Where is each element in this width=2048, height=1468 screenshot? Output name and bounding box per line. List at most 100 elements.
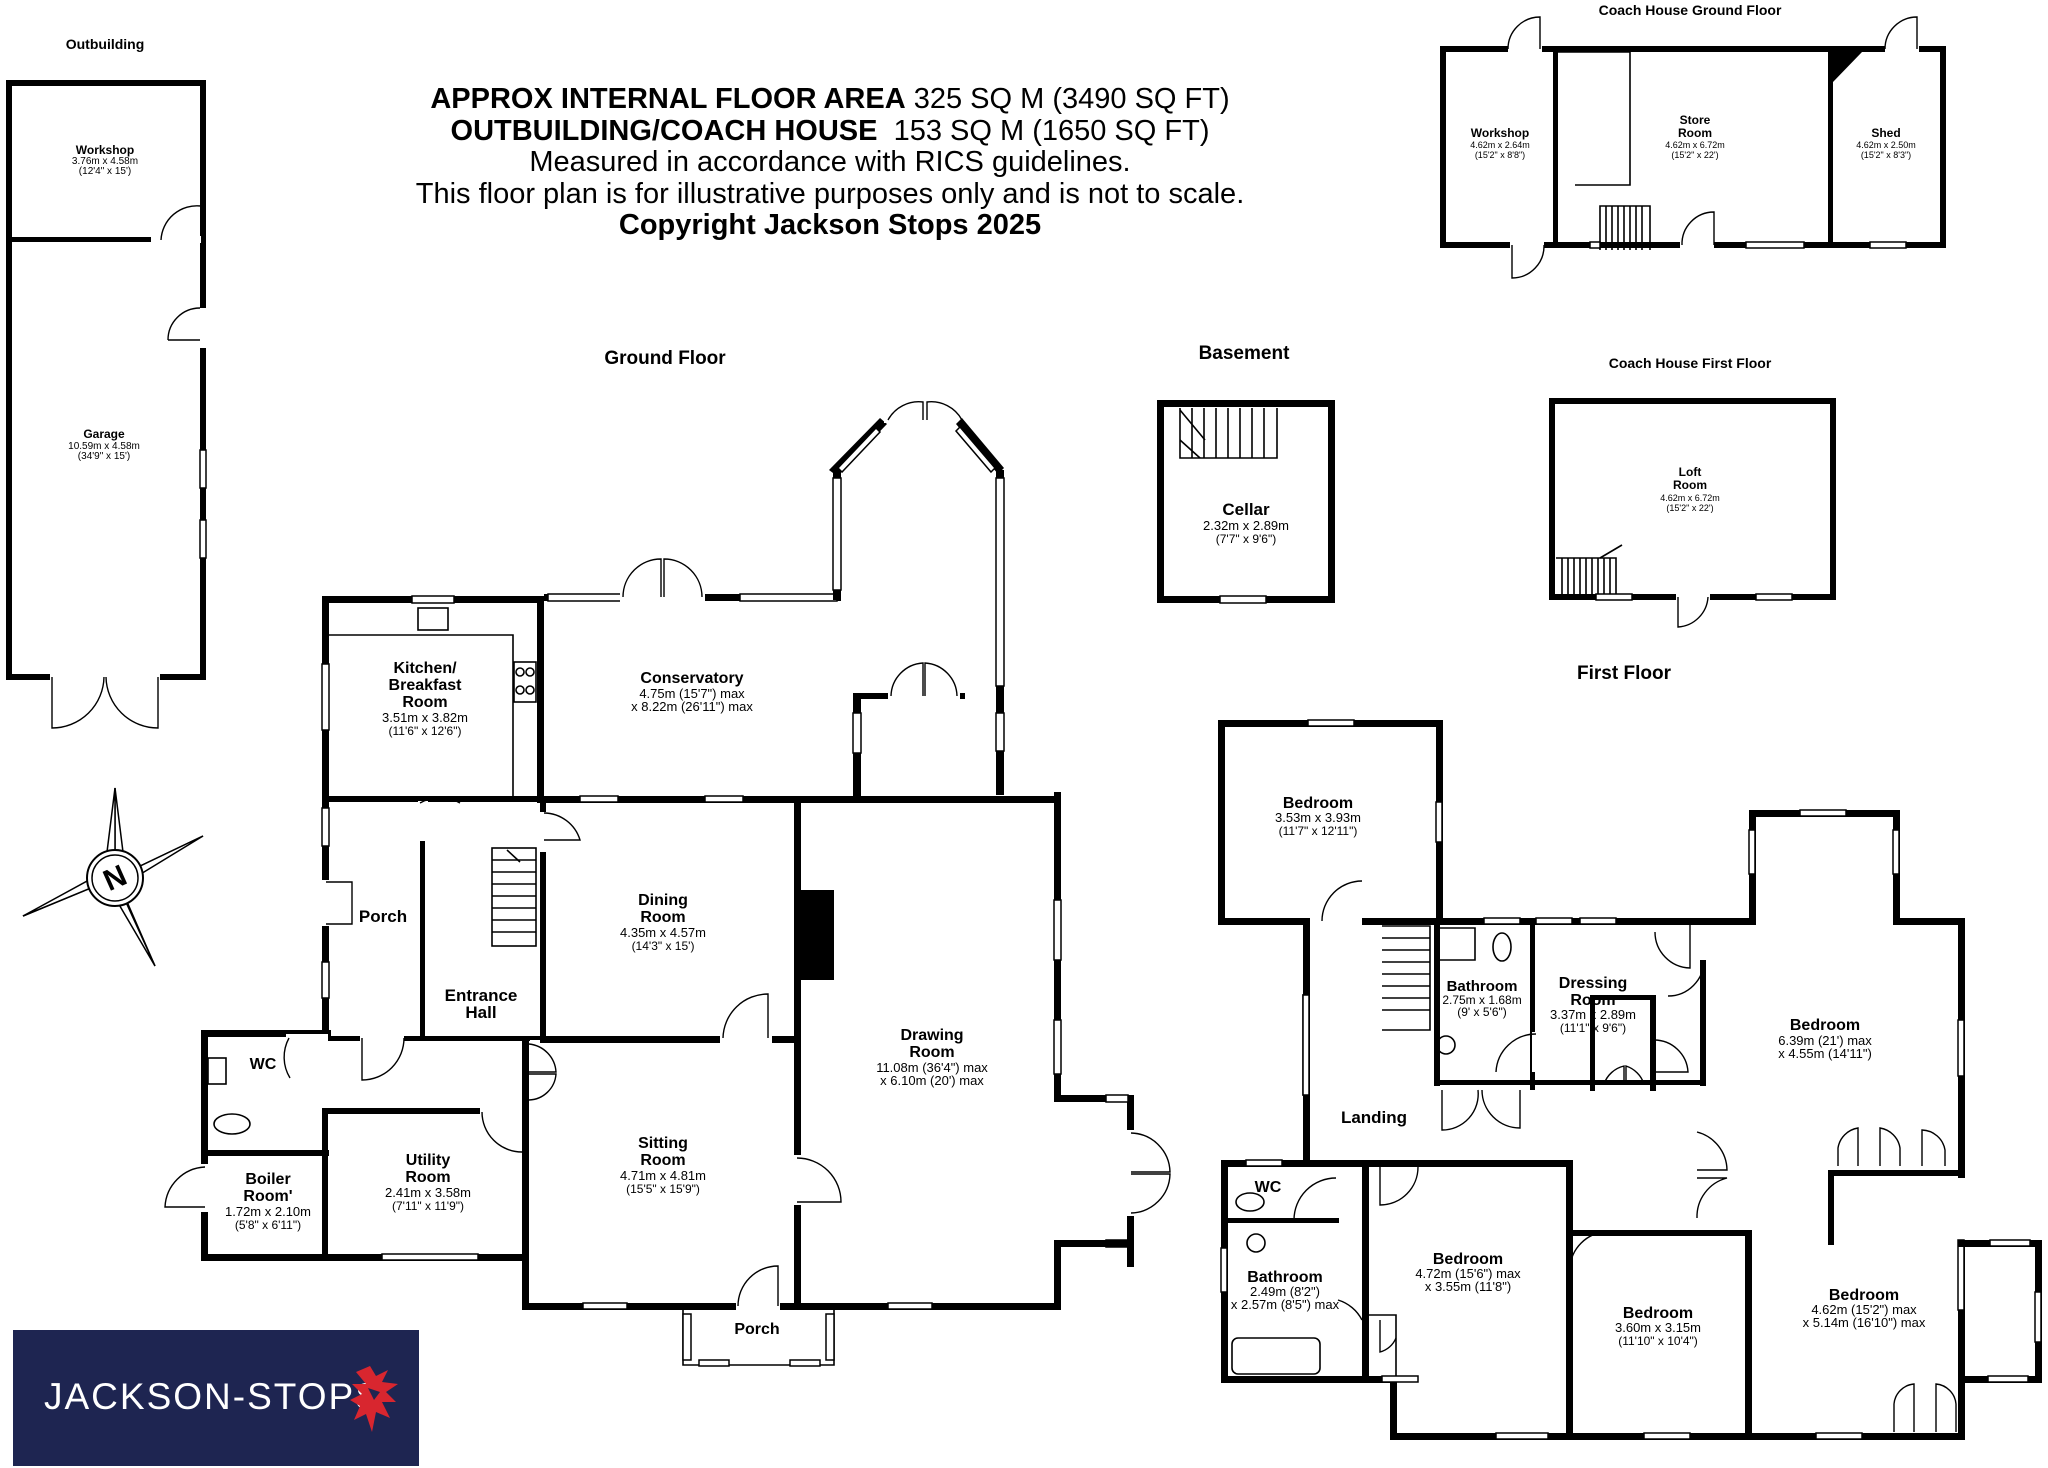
dressing-imp: (11'1" x 9'6") [1560,1021,1626,1035]
ground-floor-plan: Kitchen/ Breakfast Room 3.51m x 3.82m (1… [164,401,1171,1367]
ch-shed-dims: 4.62m x 2.50m [1856,140,1916,150]
bed3-imp: x 3.55m (11'8") [1425,1279,1511,1294]
bed1-dims: 3.53m x 3.93m [1275,810,1361,825]
ob-workshop-name: Workshop [76,143,134,157]
ch-store-imp: (15'2" x 22') [1671,150,1718,160]
utility-imp: (7'11" x 11'9") [392,1199,464,1213]
bed1-name: Bedroom [1283,795,1353,812]
bed1-imp: (11'7" x 12'11") [1279,824,1358,838]
drawing-imp: x 6.10m (20') max [880,1073,984,1088]
coach-ground-plan: Workshop 4.62m x 2.64m (15'2" x 8'8") St… [1440,16,1946,279]
header-line-2: OUTBUILDING/COACH HOUSE 153 SQ M (1650 S… [350,114,1310,148]
dining-name2: Room [640,909,685,926]
ob-garage-imp: (34'9" x 15') [78,451,130,462]
kitchen-name2: Breakfast [389,677,463,694]
cellar-name: Cellar [1222,500,1270,519]
ob-workshop-imp: (12'4" x 15') [79,166,131,177]
entrance-hall-name2: Hall [465,1003,496,1022]
bathroom2-name: Bathroom [1247,1269,1323,1286]
ch-workshop-imp: (15'2" x 8'8") [1475,150,1525,160]
bathroom1-imp: (9' x 5'6") [1457,1005,1507,1019]
boiler-imp: (5'8" x 6'11") [235,1218,301,1232]
dressing-dims: 3.37m x 2.89m [1550,1007,1636,1022]
bed5-dims: 4.62m (15'2") max [1811,1302,1917,1317]
section-title-coach-first: Coach House First Floor [1609,355,1772,371]
boiler-dims: 1.72m x 2.10m [225,1204,311,1219]
ch-store-dims: 4.62m x 6.72m [1665,140,1725,150]
wc-first-name: WC [1255,1179,1282,1196]
dressing-name2: Room [1570,992,1615,1009]
section-title-ground-floor: Ground Floor [604,348,726,369]
section-title-first-floor: First Floor [1577,663,1672,684]
bed4-imp: (11'10" x 10'4") [1618,1334,1698,1348]
landing-name: Landing [1341,1108,1407,1127]
outbuilding-plan: Workshop 3.76m x 4.58m (12'4" x 15') Gar… [6,80,207,729]
bed4-dims: 3.60m x 3.15m [1615,1320,1701,1335]
loft-name1: Loft [1679,465,1702,479]
ob-garage-name: Garage [83,427,125,441]
bathroom2-dims: 2.49m (8'2") [1250,1284,1320,1299]
section-title-coach-ground: Coach House Ground Floor [1599,2,1782,18]
bathroom1-dims: 2.75m x 1.68m [1442,993,1521,1007]
boiler-name2: Room' [243,1188,292,1205]
bed3-dims: 4.72m (15'6") max [1415,1266,1521,1281]
dining-name1: Dining [638,892,688,909]
conservatory-name: Conservatory [640,670,743,687]
dragon-icon [350,1366,398,1432]
loft-imp: (15'2" x 22') [1666,503,1713,513]
header-line-3: Measured in accordance with RICS guideli… [529,146,1131,178]
ch-workshop-dims: 4.62m x 2.64m [1470,140,1530,150]
header-copyright: Copyright Jackson Stops 2025 [618,209,1042,241]
porch-front-name: Porch [734,1321,779,1338]
wc-ground-name: WC [250,1056,277,1073]
bed5-name: Bedroom [1829,1287,1899,1304]
ch-store-name2: Room [1678,126,1712,140]
utility-name1: Utility [406,1152,451,1169]
header-line-4: This floor plan is for illustrative purp… [415,177,1245,210]
ch-shed-name: Shed [1871,126,1900,140]
dining-imp: (14'3" x 15') [632,939,695,953]
dressing-name1: Dressing [1559,975,1627,992]
cellar-imp: (7'7" x 9'6") [1216,532,1276,546]
drawing-name1: Drawing [900,1027,963,1044]
ob-garage-dims: 10.59m x 4.58m [68,441,140,452]
floor-area-header: APPROX INTERNAL FLOOR AREA 325 SQ M (349… [350,83,1310,242]
sitting-imp: (15'5" x 15'9") [626,1182,700,1196]
header-line-1: APPROX INTERNAL FLOOR AREA 325 SQ M (349… [350,83,1310,116]
sitting-dims: 4.71m x 4.81m [620,1168,706,1183]
kitchen-imp: (11'6" x 12'6") [389,724,462,738]
kitchen-dims: 3.51m x 3.82m [382,710,468,725]
bathroom1-name: Bathroom [1447,978,1518,995]
drawing-name2: Room [909,1044,954,1061]
jackson-stops-logo: JACKSON-STOPS [13,1330,419,1466]
header-line-1-bold: APPROX INTERNAL FLOOR AREA [430,83,906,115]
ch-shed-imp: (15'2" x 8'3") [1861,150,1911,160]
conservatory-imp: x 8.22m (26'11") max [631,699,753,714]
kitchen-name3: Room [402,694,447,711]
drawing-dims: 11.08m (36'4") max [876,1060,988,1075]
compass-rose-icon: N [22,787,204,967]
bed3-name: Bedroom [1433,1251,1503,1268]
ob-workshop-dims: 3.76m x 4.58m [72,156,138,167]
sitting-name1: Sitting [638,1135,688,1152]
bed4-name: Bedroom [1623,1305,1693,1322]
header-line-2-value: 153 SQ M (1650 SQ FT) [893,114,1210,147]
porch-side-name: Porch [359,907,407,926]
header-line-1-value: 325 SQ M (3490 SQ FT) [913,83,1230,115]
first-floor-plan: Bedroom 3.53m x 3.93m (11'7" x 12'11") B… [1218,719,2042,1440]
sitting-name2: Room [640,1152,685,1169]
header-line-2-bold: OUTBUILDING/COACH HOUSE [450,114,878,147]
entrance-hall-name1: Entrance [445,986,518,1005]
ch-workshop-name: Workshop [1471,126,1529,140]
bathroom2-imp: x 2.57m (8'5") max [1231,1297,1340,1312]
bed-master-imp: x 4.55m (14'11") [1778,1046,1872,1061]
utility-dims: 2.41m x 3.58m [385,1185,471,1200]
loft-dims: 4.62m x 6.72m [1660,493,1720,503]
bed5-imp: x 5.14m (16'10") max [1803,1315,1926,1330]
ch-store-name1: Store [1680,113,1711,127]
kitchen-name1: Kitchen/ [393,660,457,677]
dining-dims: 4.35m x 4.57m [620,925,706,940]
coach-first-plan: Loft Room 4.62m x 6.72m (15'2" x 22') [1549,398,1836,628]
boiler-name1: Boiler [245,1171,290,1188]
